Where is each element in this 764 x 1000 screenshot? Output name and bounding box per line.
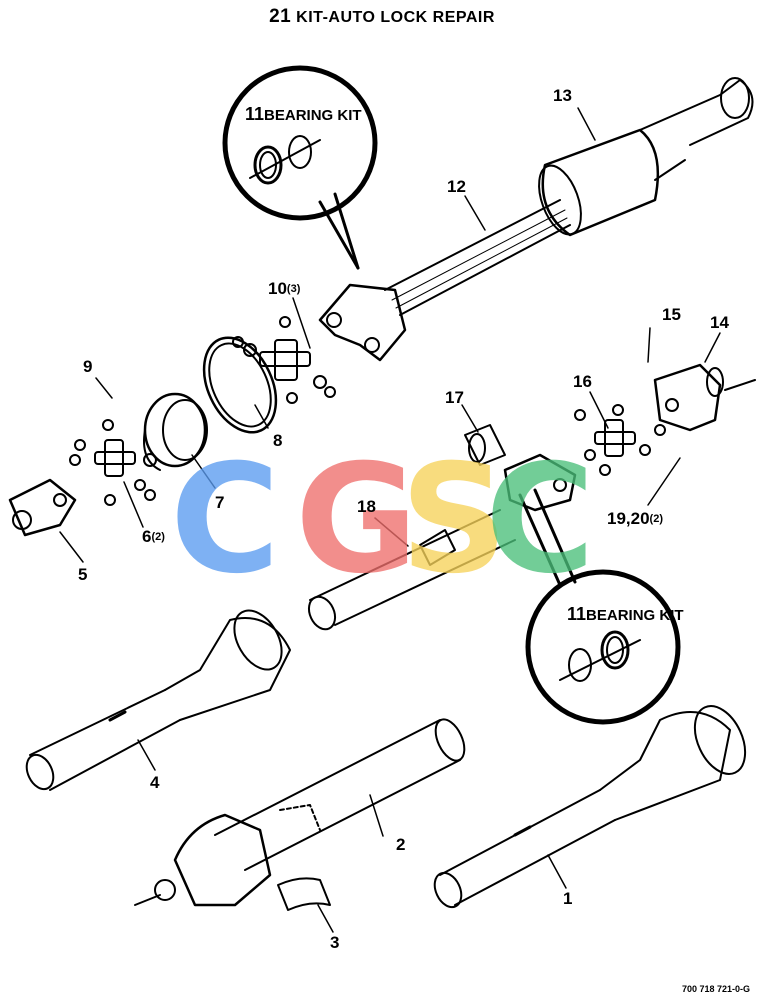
callout-18: 18 [357,497,376,516]
bearing-kit-label-top: 11BEARING KIT [245,104,362,125]
callout-10: 10(3) [268,280,300,297]
callout-14: 14 [710,313,729,332]
shaft-yoke [318,283,407,362]
callout-10-number: 10 [268,279,287,298]
callout-4: 4 [150,773,160,792]
part-1-tube [433,705,747,909]
diagram-title: 21 KIT-AUTO LOCK REPAIR [0,6,764,28]
callout-6-number: 6 [142,527,152,546]
watermark-letter-2: G [295,433,419,607]
bearing-kit-detail-top [222,65,378,270]
title-text: KIT-AUTO LOCK REPAIR [296,9,495,26]
callout-7: 7 [215,493,225,512]
kit-text: BEARING KIT [586,607,684,624]
callout-16: 16 [573,372,592,391]
center-yoke [503,453,577,512]
part-12-splined-shaft [384,199,571,316]
callout-5: 5 [78,565,88,584]
kit-text: BEARING KIT [264,107,362,124]
kit-number: 11 [245,104,265,124]
callout-19-20: 19,20(2) [607,510,663,527]
part-6-cross [69,419,156,506]
callout-13: 13 [553,86,572,105]
kit-number: 11 [567,604,587,624]
watermark-letter-3: S [400,433,509,607]
title-number: 21 [269,6,292,27]
bearing-kit-label-bottom: 11BEARING KIT [567,604,684,625]
part-18-tube [307,509,516,631]
callout-15: 15 [662,305,681,324]
callout-1: 1 [563,889,573,908]
part-2-shaft [134,718,466,907]
callout-17: 17 [445,388,464,407]
callout-12: 12 [447,177,466,196]
callout-8: 8 [273,431,283,450]
watermark-letter-1: C [170,433,281,607]
callout-19-20-quantity: (2) [649,513,663,526]
callout-6-quantity: (2) [151,531,165,544]
callout-10-quantity: (3) [286,283,301,296]
part-7-yoke [143,392,208,471]
part-13-guard-tube [538,77,754,237]
part-17-sleeve [464,424,506,466]
callout-9: 9 [83,357,93,376]
drawing-reference-number: 700 718 721-0-G [681,984,750,994]
cross-bearings-left [232,316,336,404]
part-4-tube [25,609,291,791]
part-16-cross [574,404,666,476]
callout-6: 6(2) [142,528,165,545]
callout-2: 2 [396,835,406,854]
callout-19-20-number: 19,20 [607,509,650,528]
callout-3: 3 [330,933,340,952]
leader-lines [59,107,721,933]
part-14-yoke [653,363,756,432]
part-3-clip [277,877,331,911]
bearing-kit-detail-bottom [518,488,681,725]
part-5-yoke [8,478,77,537]
part-8-ring [202,336,278,434]
watermark-letter-4: C [485,433,596,607]
